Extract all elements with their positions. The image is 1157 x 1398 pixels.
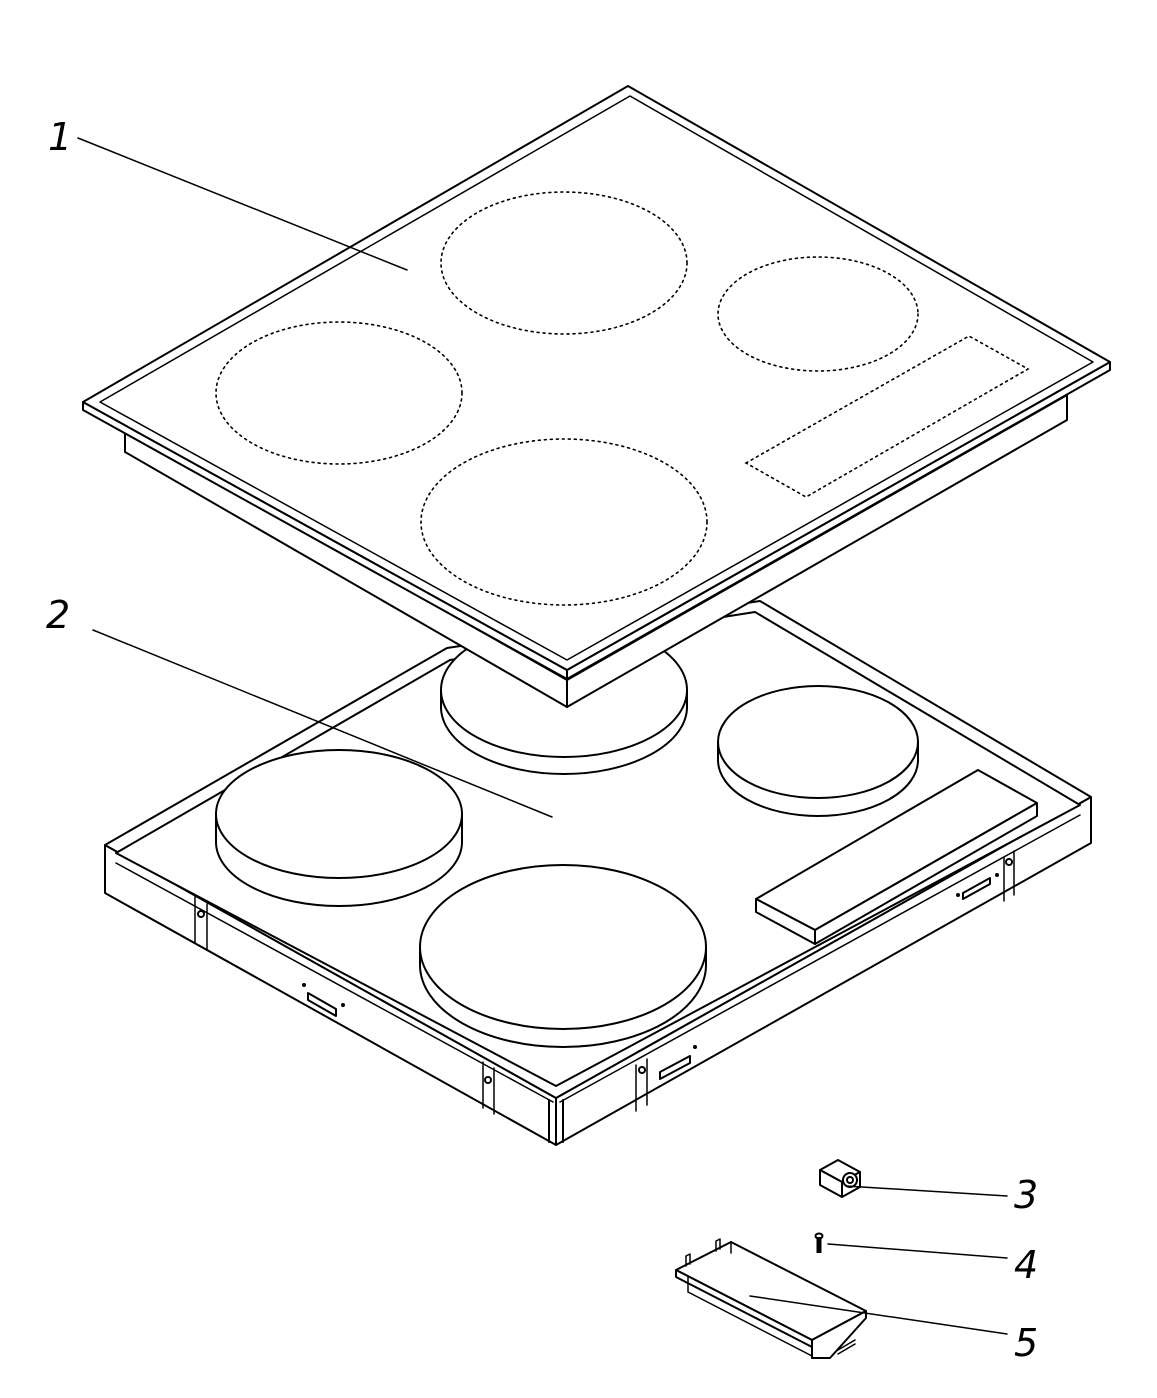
- hotplate-rear-left: [215, 749, 463, 907]
- callout-4: 4: [1014, 1243, 1038, 1287]
- callout-3: 3: [1014, 1173, 1038, 1217]
- clip-part: [819, 1159, 861, 1198]
- bracket-part: [675, 1238, 867, 1359]
- hotplate-front: [419, 864, 707, 1048]
- zone-front: [420, 438, 708, 606]
- hotplate-rear-right: [717, 685, 919, 817]
- glass-ceramic-top: [82, 85, 1111, 708]
- callout-2: 2: [46, 593, 70, 637]
- callout-1: 1: [48, 115, 72, 159]
- leader-lines: [77, 137, 1008, 1335]
- zone-rear-right: [717, 256, 919, 372]
- screw-part: [814, 1232, 824, 1253]
- callout-5: 5: [1014, 1321, 1038, 1365]
- control-area: [744, 335, 1030, 498]
- zone-left: [215, 321, 463, 465]
- hob-body: [104, 600, 1092, 1146]
- zone-rear-center: [440, 191, 688, 335]
- control-module: [755, 769, 1038, 945]
